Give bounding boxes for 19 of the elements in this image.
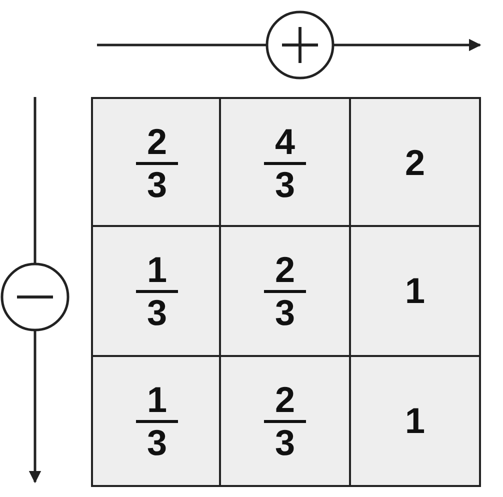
numerator: 4 [274, 124, 296, 160]
table-cell [219, 355, 351, 487]
denominator: 3 [274, 424, 296, 460]
denominator: 3 [146, 424, 168, 460]
numerator: 2 [274, 252, 296, 288]
denominator: 3 [274, 166, 296, 202]
denominator: 3 [146, 294, 168, 330]
numerator: 2 [146, 124, 168, 160]
table-cell [349, 355, 481, 487]
cell-value: 1 [404, 273, 426, 309]
cell-value: 1 [404, 403, 426, 439]
numerator: 1 [146, 252, 168, 288]
table-cell [219, 225, 351, 357]
denominator: 3 [146, 166, 168, 202]
numerator: 1 [146, 382, 168, 418]
cell-value: 2 [404, 145, 426, 181]
numerator: 2 [274, 382, 296, 418]
table-cell [349, 225, 481, 357]
denominator: 3 [274, 294, 296, 330]
